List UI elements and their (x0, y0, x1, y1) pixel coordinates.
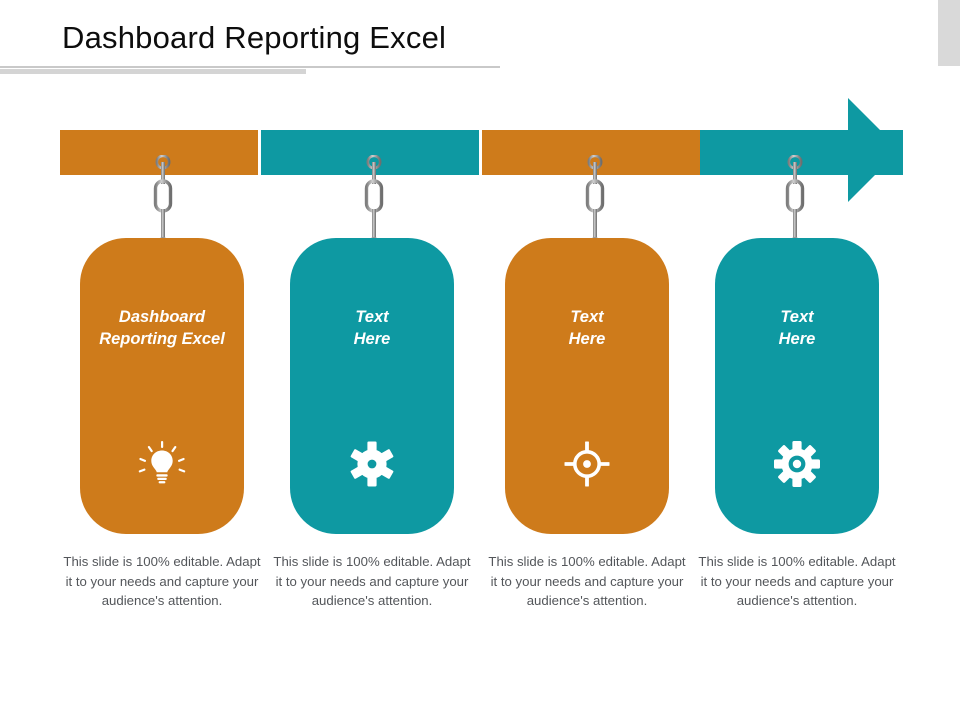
card-title-line2: Reporting Excel (99, 330, 225, 348)
gear-icon (290, 436, 454, 492)
arrow-head (700, 90, 960, 210)
card-caption-1: This slide is 100% editable. Adapt it to… (63, 554, 261, 608)
chain-2 (361, 154, 387, 250)
chain-4 (782, 154, 808, 250)
card-title-line2: Here (353, 330, 391, 348)
title-rule-thick (0, 69, 306, 74)
settings-gear-icon (715, 436, 879, 492)
card-caption-2: This slide is 100% editable. Adapt it to… (273, 554, 471, 608)
corner-accent-tab (938, 0, 960, 66)
card-title-line1: Text (570, 308, 604, 326)
chain-3 (582, 154, 608, 250)
page-title: Dashboard Reporting Excel (62, 20, 447, 55)
card-title-line1: Dashboard (118, 308, 206, 326)
card-title-line2: Here (778, 330, 816, 348)
process-arrow-band (0, 90, 960, 210)
target-icon (505, 436, 669, 492)
card-title-line1: Text (355, 308, 389, 326)
card-caption-4: This slide is 100% editable. Adapt it to… (698, 554, 896, 608)
card-title-line1: Text (780, 308, 814, 326)
card-title-line2: Here (568, 330, 606, 348)
title-rule-thin (0, 66, 500, 68)
lightbulb-icon (80, 436, 244, 492)
chain-1 (150, 154, 176, 250)
card-caption-3: This slide is 100% editable. Adapt it to… (488, 554, 686, 608)
